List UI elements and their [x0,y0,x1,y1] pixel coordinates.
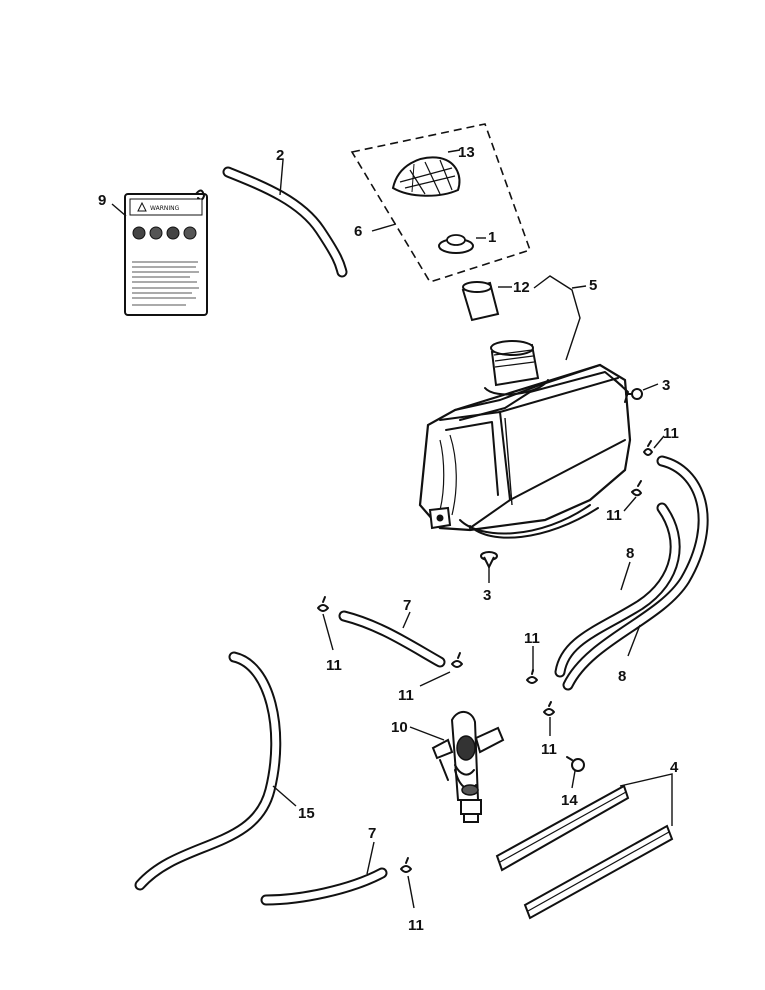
callout-14: 14 [561,792,578,809]
callout-11-f: 11 [541,741,557,758]
callout-1: 1 [488,229,496,246]
hose-clip-part [631,480,642,497]
callout-11-a: 11 [663,425,679,442]
callout-11-d: 11 [398,687,414,704]
hose-clip-part [543,701,555,716]
foam-strip-part [495,784,630,872]
fuel-tank-part [418,340,632,539]
callout-2: 2 [276,147,284,164]
warning-label-heading: WARNING [150,205,180,212]
callout-12: 12 [513,279,530,296]
callout-11-b: 11 [606,507,622,524]
callout-11-g: 11 [408,917,424,934]
tank-bolt-upper-part [625,388,643,400]
callout-4: 4 [670,759,679,776]
callout-13: 13 [458,144,475,161]
fuel-hose-long-part [554,502,681,678]
cap-gasket-part [438,234,474,254]
cap-assembly-group-box [350,123,532,283]
fuel-valve-part [431,711,505,823]
callout-9: 9 [98,192,106,209]
foam-strip-part [523,824,674,920]
callout-15: 15 [298,805,315,822]
callout-3-lower: 3 [483,587,491,604]
fuel-hose-left-part [134,651,282,891]
callout-8-lower: 8 [618,668,626,685]
valve-screw-part [566,756,585,772]
callout-7-upper: 7 [403,597,411,614]
callout-8-upper: 8 [626,545,634,562]
callout-11-e: 11 [524,630,540,647]
callout-11-c: 11 [326,657,342,674]
fuel-cap-part [391,156,461,197]
hose-clip-part [451,652,463,668]
callout-10: 10 [391,719,408,736]
breather-hose-part [222,166,348,278]
fuel-hose-short-part [260,867,388,906]
fuel-hose-long-part [562,455,709,691]
callout-3-upper: 3 [662,377,670,394]
fuel-hose-short-part [338,610,446,668]
callout-5: 5 [589,277,597,294]
warning-label-part: WARNING [124,189,208,316]
tank-bolt-lower-part [480,551,498,570]
hose-clip-part [317,596,329,612]
hose-clip-part [400,857,412,873]
hose-clip-part [643,440,653,456]
callout-7-lower: 7 [368,825,376,842]
hose-clip-part [526,669,538,684]
filler-strainer-part [461,281,500,322]
callout-6: 6 [354,223,362,240]
